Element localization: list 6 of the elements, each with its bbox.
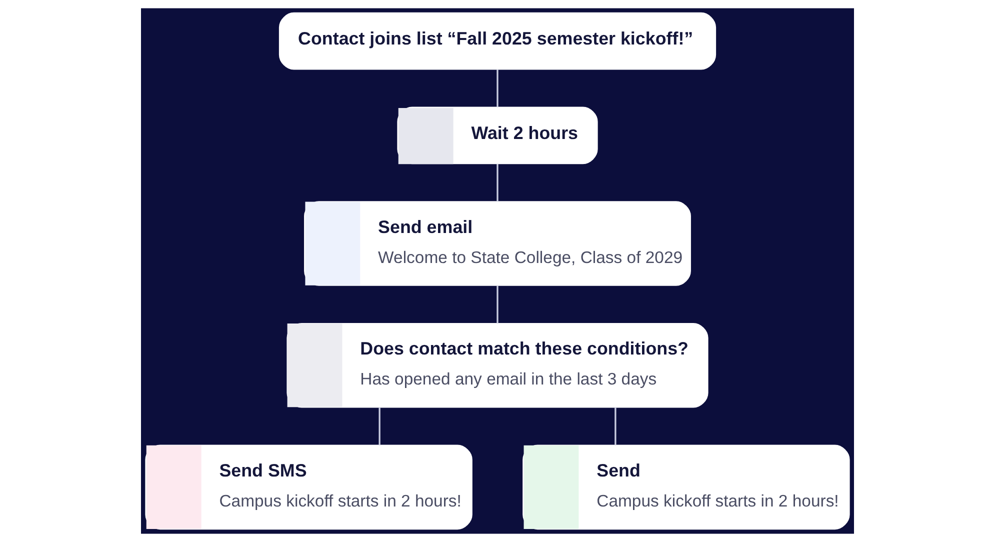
- connector: [496, 285, 498, 324]
- connector: [378, 407, 380, 446]
- node-box: Contact joins list “Fall 2025 semester kickoff!”: [278, 12, 716, 70]
- connector: [496, 164, 498, 202]
- connector: [496, 69, 498, 108]
- connector: [614, 407, 616, 446]
